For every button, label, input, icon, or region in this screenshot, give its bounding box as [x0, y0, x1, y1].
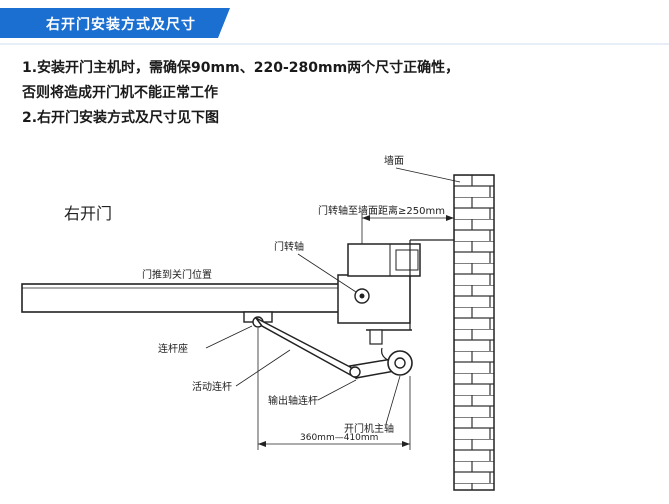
dimension-arrow-left: [258, 441, 266, 447]
moving-link-leader: [235, 349, 291, 387]
dimension-label: 360mm—410mm: [300, 433, 378, 443]
wall-leader: [395, 167, 461, 183]
brick-wall: [453, 174, 495, 491]
moving-link: [255, 317, 358, 380]
link-base-label: 连杆座: [158, 342, 188, 355]
output-link-leader: [317, 379, 357, 401]
door-leaf: [21, 283, 343, 313]
banner-background: [0, 8, 669, 45]
section-banner: 右开门安装方式及尺寸: [0, 0, 669, 48]
motor-shaft: [394, 357, 406, 369]
output-link-label: 输出轴连杆: [268, 394, 318, 407]
dimension-arrow-right: [402, 441, 410, 447]
instruction-line-1: 1.安装开门主机时，需确保90mm、220-280mm两个尺寸正确性，: [22, 60, 460, 76]
pivot-axis-center: [359, 293, 365, 299]
instruction-line-2: 否则将造成开门机不能正常工作: [22, 85, 218, 101]
hinge-bracket-top: [347, 243, 421, 277]
link-joint: [349, 366, 361, 378]
pivot-distance-arrow-left: [362, 215, 370, 221]
link-base-leader: [205, 325, 253, 349]
pivot-distance-label: 门转轴至墙面距离≥250mm: [318, 204, 445, 217]
banner-title: 右开门安装方式及尺寸: [46, 17, 196, 33]
motor-arc: [381, 347, 389, 361]
hinge-block: [337, 274, 411, 324]
motor-leader: [385, 375, 401, 425]
hinge-bracket-detail: [395, 249, 419, 271]
diagram-title: 右开门: [64, 204, 112, 223]
opener-mount-block: [369, 329, 383, 345]
closed-position-label: 门推到关门位置: [142, 268, 212, 281]
pivot-label: 门转轴: [274, 240, 304, 253]
instruction-line-3: 2.右开门安装方式及尺寸见下图: [22, 110, 220, 126]
pivot-leader: [297, 253, 357, 293]
wall-label: 墙面: [384, 154, 404, 167]
installation-diagram: 右开门 墙面 门转轴至墙面距离≥250mm 门推到关门位置 门转轴 连杆座 活动…: [21, 154, 495, 491]
motor-label: 开门机主轴: [344, 422, 394, 435]
pivot-distance-arrow-right: [446, 215, 454, 221]
moving-link-label: 活动连杆: [192, 380, 232, 393]
